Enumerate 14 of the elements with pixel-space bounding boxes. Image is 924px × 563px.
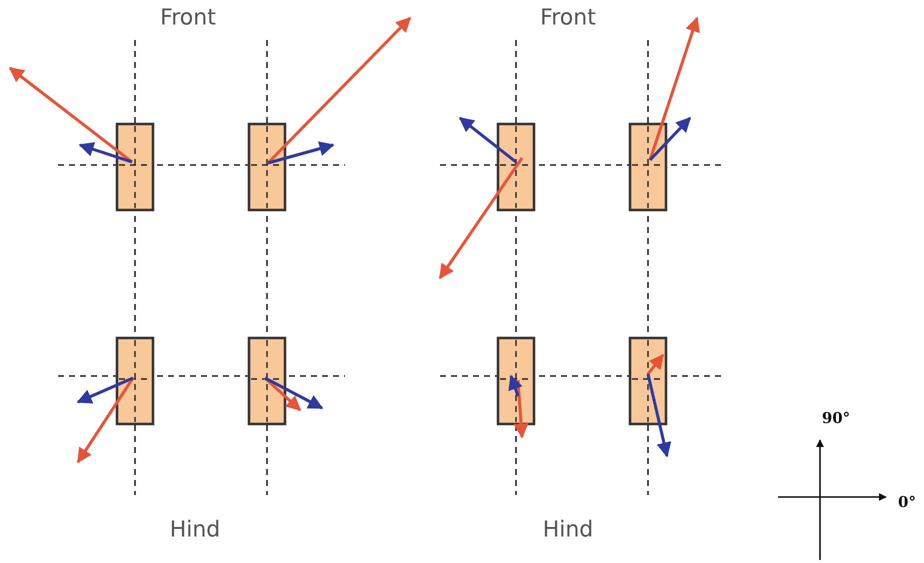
- wheel-rectangle: [496, 336, 536, 426]
- angle-label: 0°: [898, 493, 916, 511]
- heading-label: Front: [540, 6, 596, 30]
- heading-label: Front: [160, 6, 216, 30]
- wheel-rectangle: [116, 336, 154, 426]
- wheel-rectangle: [628, 336, 668, 426]
- wheel-rectangle: [116, 122, 154, 212]
- heading-label: Hind: [170, 518, 220, 542]
- wheel-rectangle: [248, 336, 286, 426]
- angle-label: 90°: [822, 409, 850, 427]
- wheel-rectangle: [628, 122, 668, 212]
- heading-label: Hind: [542, 518, 594, 542]
- wheel-rectangle: [496, 122, 536, 212]
- wheel-rectangle: [248, 122, 286, 212]
